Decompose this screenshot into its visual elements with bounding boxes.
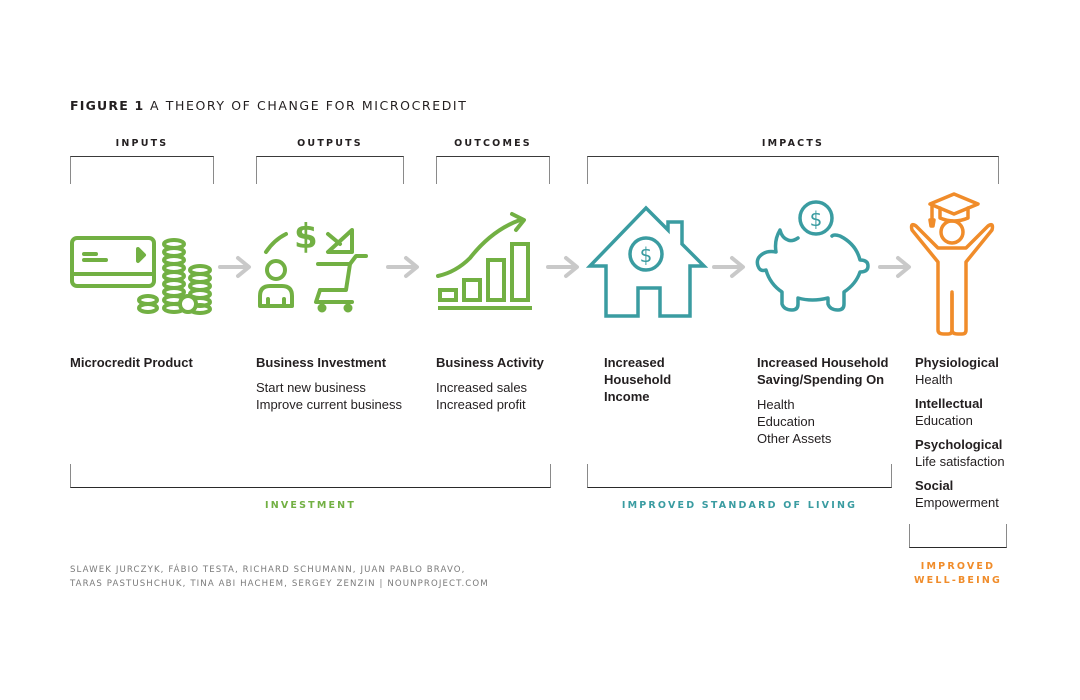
wellbeing-title: Psychological bbox=[915, 437, 1003, 452]
node-item: Start new business bbox=[256, 380, 366, 395]
node-household-saving: Increased Household Saving/Spending On H… bbox=[757, 354, 907, 447]
group-label-investment: INVESTMENT bbox=[264, 500, 357, 511]
group-label-standard-of-living: IMPROVED STANDARD OF LIVING bbox=[621, 500, 858, 511]
figure-title-text: A THEORY OF CHANGE FOR MICROCREDIT bbox=[150, 98, 468, 113]
figure-title: FIGURE 1 A THEORY OF CHANGE FOR MICROCRE… bbox=[70, 98, 467, 113]
figure-number: FIGURE 1 bbox=[70, 98, 145, 113]
right-arrow-icon bbox=[712, 256, 745, 278]
bracket-impacts bbox=[587, 156, 999, 184]
stage-label-outcomes: OUTCOMES bbox=[454, 138, 532, 149]
right-arrow-icon bbox=[878, 256, 911, 278]
growth-bar-chart-icon bbox=[436, 212, 532, 310]
person-dollar-cart-icon: $ bbox=[258, 217, 368, 313]
credit-card-coins-icon bbox=[70, 236, 212, 315]
svg-text:$: $ bbox=[810, 207, 823, 231]
node-item: Increased profit bbox=[436, 397, 526, 412]
node-item: Education bbox=[757, 414, 815, 429]
icon-credits: SLAWEK JURCZYK, FÁBIO TESTA, RICHARD SCH… bbox=[70, 563, 489, 591]
svg-text:$: $ bbox=[294, 217, 318, 257]
node-title-line: Increased Household bbox=[757, 355, 889, 370]
node-business-activity: Business Activity Increased sales Increa… bbox=[436, 354, 576, 413]
node-title-line: Increased bbox=[604, 355, 665, 370]
node-item: Health bbox=[757, 397, 795, 412]
svg-text:$: $ bbox=[640, 243, 653, 267]
wellbeing-title: Physiological bbox=[915, 355, 999, 370]
wellbeing-value: Health bbox=[915, 372, 953, 387]
node-title-line: Income bbox=[604, 389, 650, 404]
node-microcredit-product: Microcredit Product bbox=[70, 354, 240, 371]
bracket-standard-of-living bbox=[587, 464, 892, 488]
node-title: Business Investment bbox=[256, 355, 387, 370]
stage-label-inputs: INPUTS bbox=[115, 138, 169, 149]
piggy-bank-icon: $ bbox=[755, 200, 870, 312]
group-label-well-being: IMPROVED WELL-BEING bbox=[900, 560, 1016, 588]
bracket-investment bbox=[70, 464, 551, 488]
house-dollar-icon: $ bbox=[585, 205, 709, 318]
credits-line-1: SLAWEK JURCZYK, FÁBIO TESTA, RICHARD SCH… bbox=[70, 565, 466, 575]
credits-line-2: TARAS PASTUSHCHUK, TINA ABI HACHEM, SERG… bbox=[70, 579, 489, 589]
bracket-outcomes bbox=[436, 156, 550, 184]
node-title: Microcredit Product bbox=[70, 355, 193, 370]
stage-label-outputs: OUTPUTS bbox=[297, 138, 363, 149]
node-wellbeing: Physiological Health Intellectual Educat… bbox=[915, 354, 1045, 518]
bracket-outputs bbox=[256, 156, 404, 184]
group-label-line: IMPROVED bbox=[920, 561, 996, 572]
node-household-income: Increased Household Income bbox=[604, 354, 734, 405]
wellbeing-title: Social bbox=[915, 478, 954, 493]
wellbeing-value: Empowerment bbox=[915, 495, 999, 510]
right-arrow-icon bbox=[386, 256, 419, 278]
right-arrow-icon bbox=[218, 256, 251, 278]
wellbeing-value: Education bbox=[915, 413, 973, 428]
node-item: Improve current business bbox=[256, 397, 402, 412]
stage-label-impacts: IMPACTS bbox=[761, 138, 825, 149]
wellbeing-title: Intellectual bbox=[915, 396, 983, 411]
node-title: Business Activity bbox=[436, 355, 544, 370]
bracket-inputs bbox=[70, 156, 214, 184]
wellbeing-value: Life satisfaction bbox=[915, 454, 1005, 469]
right-arrow-icon bbox=[546, 256, 579, 278]
node-title-line: Saving/Spending On bbox=[757, 372, 885, 387]
node-item: Other Assets bbox=[757, 431, 832, 446]
node-item: Increased sales bbox=[436, 380, 528, 395]
node-title-line: Household bbox=[604, 372, 672, 387]
graduate-person-icon bbox=[909, 192, 995, 336]
group-label-line: WELL-BEING bbox=[913, 575, 1003, 586]
node-business-investment: Business Investment Start new business I… bbox=[256, 354, 426, 413]
bracket-well-being bbox=[909, 524, 1007, 548]
